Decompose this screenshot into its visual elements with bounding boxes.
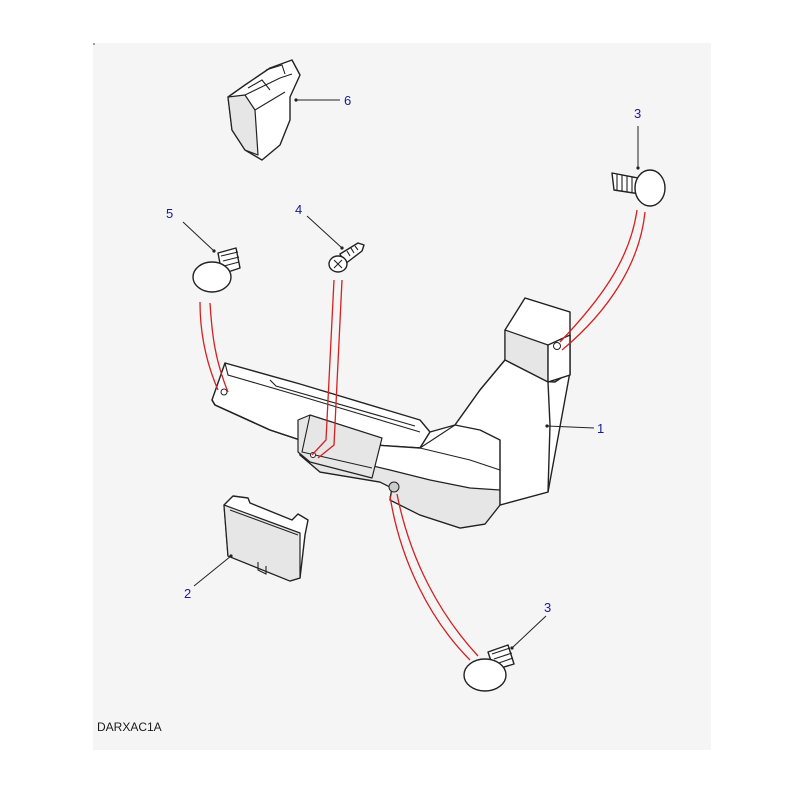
callout-3-top: 3 xyxy=(634,106,641,121)
part-3-stud-top[interactable] xyxy=(611,169,666,207)
part-6-clip[interactable] xyxy=(227,59,301,161)
callout-5: 5 xyxy=(166,206,173,221)
corner-mark xyxy=(93,43,95,45)
part-3-stud-bottom[interactable] xyxy=(463,644,515,692)
assembly-lines xyxy=(199,209,646,661)
callout-2: 2 xyxy=(184,586,191,601)
part-2-cover-flap[interactable] xyxy=(223,495,309,582)
callout-1: 1 xyxy=(597,421,604,436)
callout-6: 6 xyxy=(344,93,351,108)
leader-lines xyxy=(182,98,640,650)
diagram-background xyxy=(93,43,711,750)
part-4-screw[interactable] xyxy=(328,242,365,273)
part-1-trim-panel[interactable] xyxy=(211,297,571,529)
callout-4: 4 xyxy=(295,202,302,217)
callout-3-bottom: 3 xyxy=(544,600,551,615)
drawing-code: DARXAC1A xyxy=(97,720,162,734)
part-5-stud[interactable] xyxy=(192,247,241,293)
